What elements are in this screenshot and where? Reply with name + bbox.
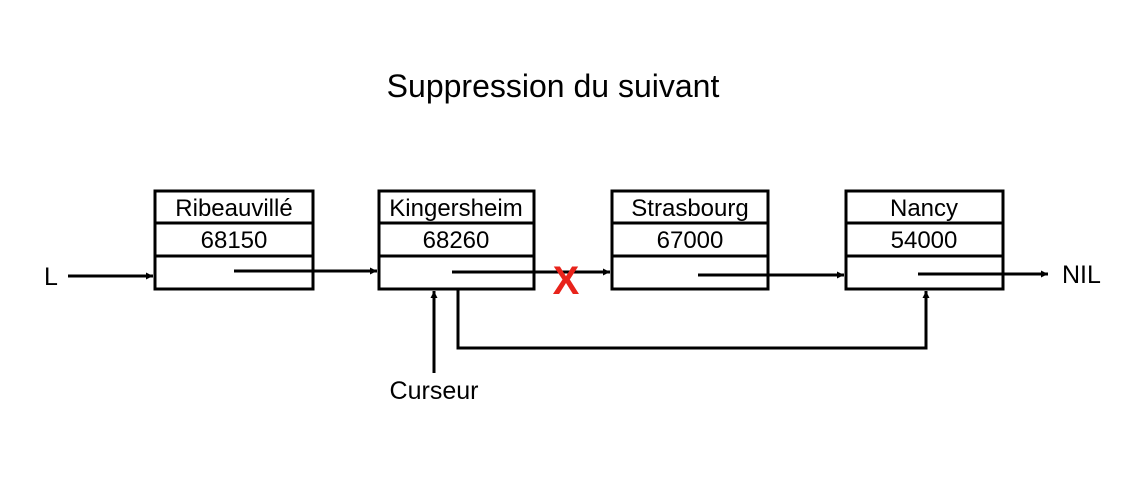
- node-name: Kingersheim: [389, 195, 522, 222]
- node-code: 67000: [657, 227, 724, 254]
- node-name: Nancy: [890, 195, 958, 222]
- node-name: Ribeauvillé: [175, 195, 292, 222]
- deleted-link-mark: X: [553, 259, 580, 303]
- node-code: 68260: [423, 227, 490, 254]
- list-node-strasbourg: Strasbourg 67000: [610, 189, 770, 291]
- head-label: L: [44, 263, 58, 291]
- list-node-ribeauville: Ribeauvillé 68150: [153, 189, 315, 291]
- cursor-label: Curseur: [390, 377, 479, 405]
- nil-label: NIL: [1062, 261, 1101, 289]
- list-node-kingersheim: Kingersheim 68260: [377, 189, 536, 291]
- node-name: Strasbourg: [631, 195, 748, 222]
- bypass-arrow: [456, 290, 930, 350]
- node-code: 68150: [201, 227, 268, 254]
- node-code: 54000: [891, 227, 958, 254]
- diagram-title: Suppression du suivant: [387, 68, 720, 104]
